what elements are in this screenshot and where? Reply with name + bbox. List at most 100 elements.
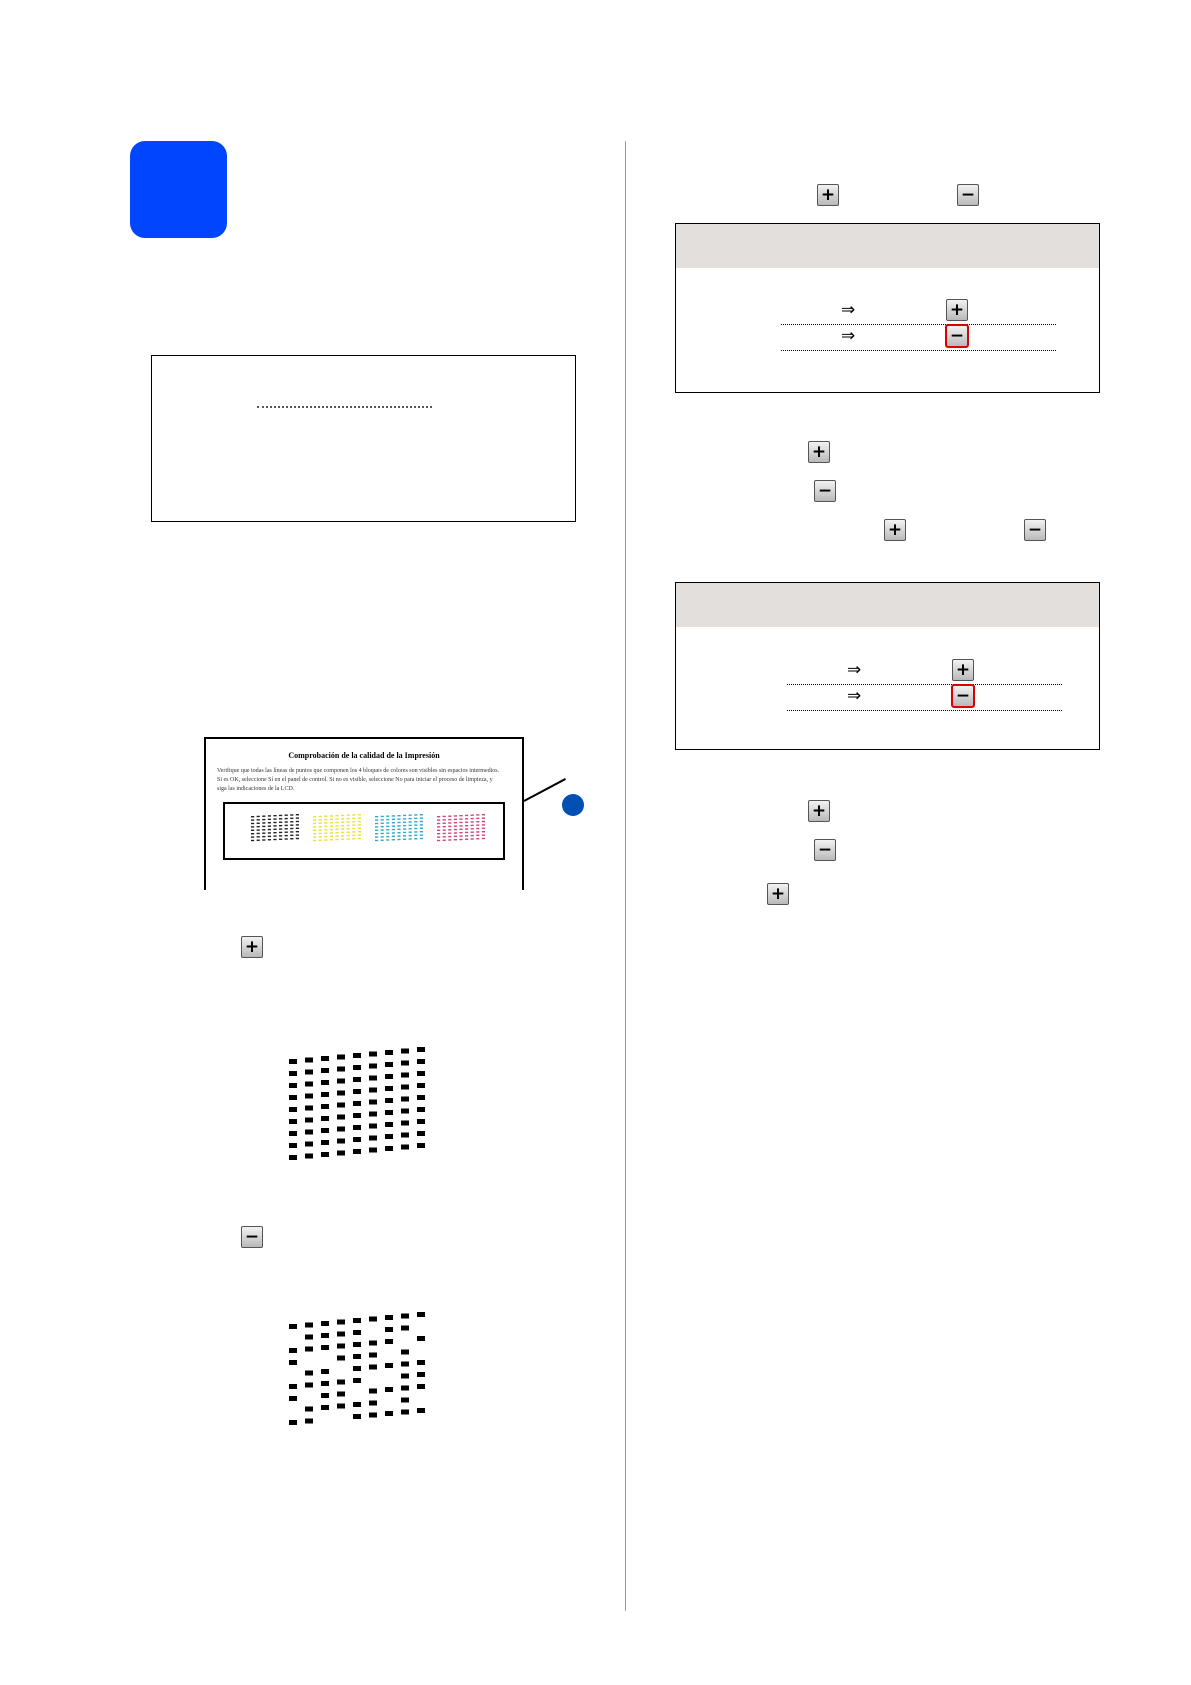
nozzle-dot — [401, 1349, 409, 1355]
nozzle-dot — [401, 1084, 409, 1090]
nozzle-dot — [305, 1334, 313, 1340]
nozzle-dot — [369, 1135, 377, 1141]
plus-button-icon: + — [767, 883, 789, 905]
nozzle-dot — [321, 1128, 329, 1133]
nozzle-dot — [417, 1059, 425, 1064]
lcd-dotted-line — [257, 406, 432, 408]
nozzle-dot — [369, 1352, 377, 1358]
nozzle-dot — [385, 1134, 393, 1139]
nozzle-dot — [353, 1053, 361, 1058]
nozzle-dot — [401, 1361, 409, 1367]
nozzle-dot — [417, 1047, 425, 1052]
nozzle-dot — [289, 1059, 297, 1064]
nozzle-dot — [337, 1343, 345, 1349]
color-block-magenta — [437, 814, 485, 842]
nozzle-dot — [321, 1056, 329, 1061]
nozzle-dot — [369, 1364, 377, 1370]
nozzle-dot — [385, 1146, 393, 1151]
panel-row-no: ⇒ − — [781, 324, 1056, 351]
minus-button-icon: − — [951, 684, 975, 708]
nozzle-dot — [305, 1081, 313, 1087]
nozzle-dot — [417, 1312, 425, 1317]
nozzle-dot — [305, 1382, 313, 1388]
nozzle-dot — [385, 1327, 393, 1332]
nozzle-dot — [401, 1313, 409, 1319]
nozzle-dot — [353, 1354, 361, 1359]
nozzle-dot — [321, 1405, 329, 1410]
nozzle-dot — [401, 1120, 409, 1126]
nozzle-dot — [369, 1051, 377, 1057]
nozzle-dot — [369, 1147, 377, 1153]
nozzle-dot — [385, 1050, 393, 1055]
nozzle-dot — [369, 1340, 377, 1346]
arrow-icon: ⇒ — [847, 660, 862, 680]
nozzle-dot — [289, 1119, 297, 1124]
arrow-icon: ⇒ — [841, 300, 856, 320]
plus-button-icon: + — [946, 299, 968, 321]
nozzle-dot — [305, 1093, 313, 1099]
nozzle-dot — [305, 1322, 313, 1328]
nozzle-dot — [369, 1412, 377, 1418]
panel-header — [676, 224, 1099, 268]
nozzle-dot — [417, 1143, 425, 1148]
callout-marker — [562, 794, 584, 816]
nozzle-dot — [417, 1107, 425, 1112]
nozzle-dot — [385, 1086, 393, 1091]
nozzle-dot — [337, 1150, 345, 1156]
nozzle-dot — [289, 1131, 297, 1136]
nozzle-dot — [369, 1123, 377, 1129]
nozzle-dot — [305, 1069, 313, 1075]
nozzle-dot — [337, 1054, 345, 1060]
nozzle-dot — [417, 1119, 425, 1124]
nozzle-dot — [353, 1149, 361, 1154]
nozzle-dot — [337, 1138, 345, 1144]
nozzle-dot — [353, 1065, 361, 1070]
nozzle-dot — [353, 1077, 361, 1082]
nozzle-dot — [401, 1096, 409, 1102]
plus-button-icon: + — [817, 184, 839, 206]
nozzle-dot — [353, 1414, 361, 1419]
nozzle-dot — [369, 1316, 377, 1322]
nozzle-dot — [369, 1075, 377, 1081]
panel-row-yes: ⇒ + — [787, 658, 1062, 685]
callout-line — [523, 778, 566, 802]
nozzle-dot — [337, 1403, 345, 1409]
nozzle-dot — [289, 1324, 297, 1329]
nozzle-dot — [353, 1378, 361, 1383]
nozzle-dot — [385, 1411, 393, 1416]
sheet-instructions: Verifique que todas las líneas de puntos… — [217, 768, 500, 792]
nozzle-dot — [353, 1101, 361, 1106]
nozzle-dot — [337, 1355, 345, 1361]
lcd-display-frame — [151, 355, 576, 522]
minus-button-icon: − — [814, 480, 836, 502]
plus-button-icon: + — [808, 800, 830, 822]
nozzle-dot — [337, 1066, 345, 1072]
nozzle-dot — [289, 1396, 297, 1401]
nozzle-dot — [385, 1315, 393, 1320]
nozzle-dot — [321, 1116, 329, 1121]
nozzle-dot — [401, 1132, 409, 1138]
nozzle-dot — [289, 1071, 297, 1076]
nozzle-dot — [353, 1330, 361, 1335]
nozzle-dot — [305, 1418, 313, 1424]
nozzle-dot — [369, 1400, 377, 1406]
nozzle-dot — [417, 1083, 425, 1088]
nozzle-dot — [337, 1331, 345, 1337]
nozzle-dot — [321, 1104, 329, 1109]
nozzle-dot — [401, 1397, 409, 1403]
nozzle-dot — [417, 1131, 425, 1136]
nozzle-dot — [353, 1342, 361, 1347]
nozzle-dot — [353, 1366, 361, 1371]
nozzle-dot — [353, 1318, 361, 1323]
nozzle-dot — [385, 1074, 393, 1079]
plus-button-icon: + — [952, 659, 974, 681]
nozzle-dot — [385, 1098, 393, 1103]
nozzle-dot — [289, 1095, 297, 1100]
nozzle-dot — [417, 1095, 425, 1100]
panel-row-no: ⇒ − — [787, 684, 1062, 711]
arrow-icon: ⇒ — [847, 686, 862, 706]
nozzle-dot — [305, 1057, 313, 1063]
nozzle-dot — [289, 1143, 297, 1148]
nozzle-dot — [369, 1099, 377, 1105]
nozzle-dot — [369, 1388, 377, 1394]
